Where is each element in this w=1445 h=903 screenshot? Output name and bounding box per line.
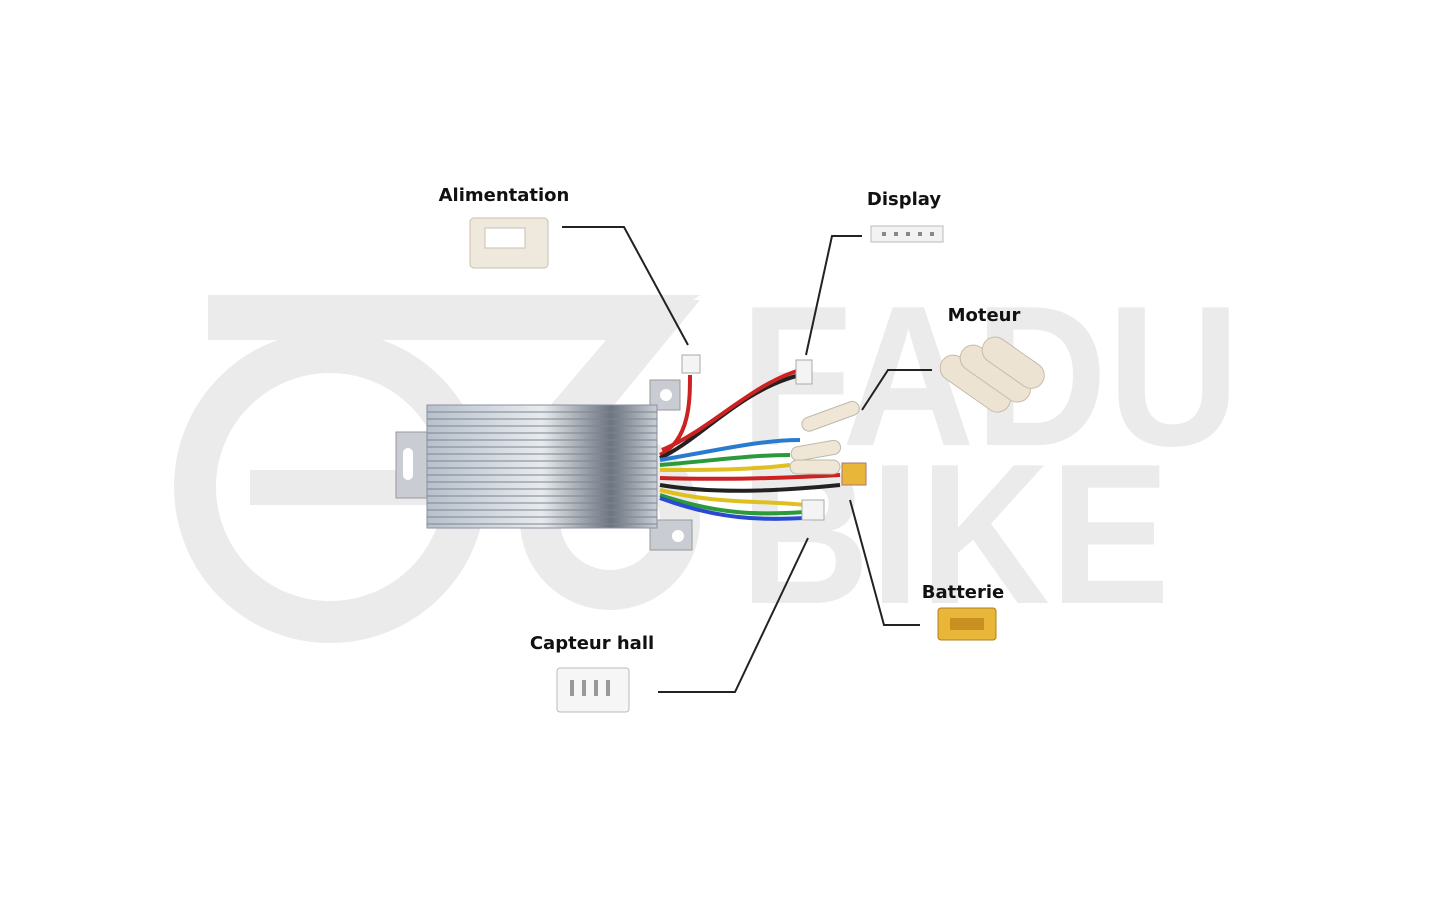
leader-hall [658,537,809,693]
battery-plug-on-wire [841,462,867,486]
hall-plug-on-wire [801,499,825,521]
motor-connector-image [939,336,1045,413]
hall-connector-image [556,667,630,713]
label-motor: Moteur [948,305,1021,326]
leader-power [562,226,689,346]
wire-bundle [659,368,841,521]
label-hall-sensor: Capteur hall [530,633,654,654]
leader-battery [849,499,920,626]
power-connector-image [469,217,549,269]
power-plug-on-wire [681,354,701,374]
label-battery: Batterie [922,582,1005,603]
display-connector-image [870,225,944,243]
label-display: Display [867,189,941,210]
motor-plugs-on-wire [789,400,860,475]
battery-connector-image [937,607,997,641]
label-power: Alimentation [439,185,570,206]
leader-display [805,235,862,356]
display-plug-on-wire [795,359,813,385]
controller-unit [395,379,693,551]
leader-motor [861,369,932,411]
